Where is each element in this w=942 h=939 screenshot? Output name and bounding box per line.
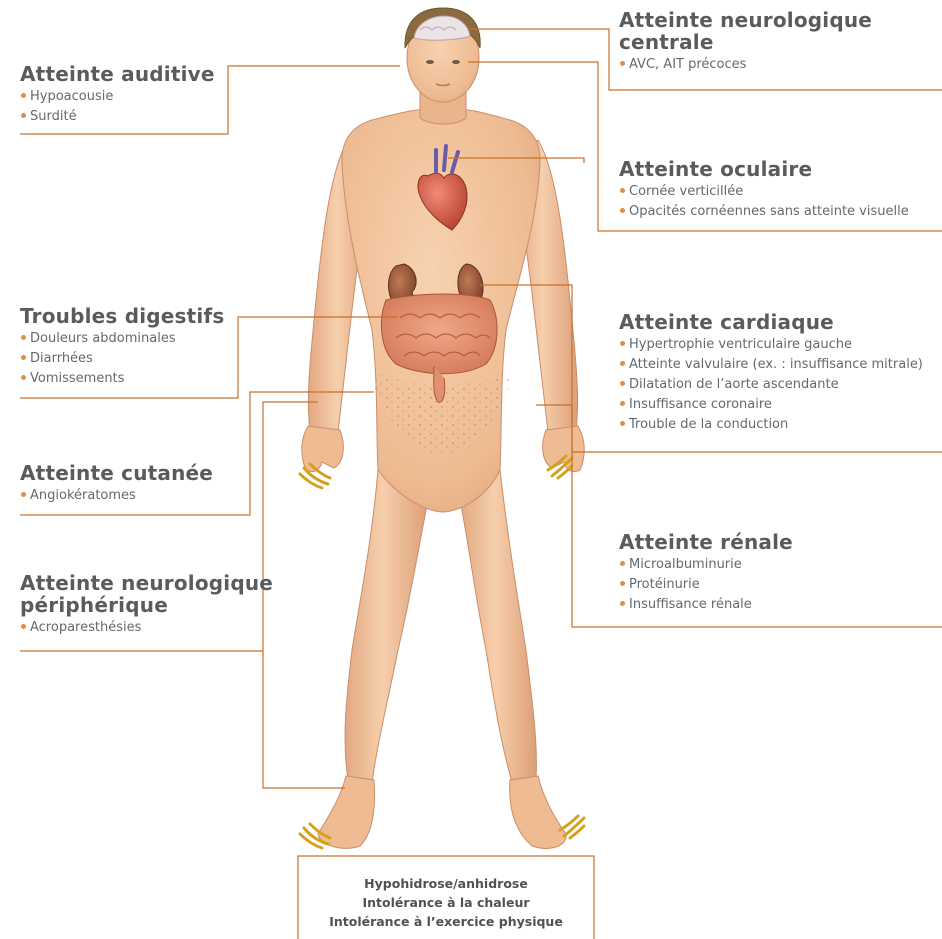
- panel-title: Troubles digestifs: [20, 305, 224, 327]
- panel-title: Atteinte auditive: [20, 63, 215, 85]
- panel-atteinte-neurologique-peripherique: Atteinte neurologique périphérique Acrop…: [20, 572, 273, 638]
- symptom-item: Acroparesthésies: [20, 618, 273, 638]
- panel-atteinte-cutanee: Atteinte cutanée Angiokératomes: [20, 462, 213, 506]
- bullet-icon: [21, 355, 26, 360]
- footer-line: Intolérance à la chaleur: [298, 893, 594, 912]
- bullet-icon: [620, 61, 625, 66]
- panel-title: Atteinte neurologique périphérique: [20, 572, 273, 616]
- panel-atteinte-auditive: Atteinte auditive Hypoacousie Surdité: [20, 63, 215, 127]
- legs: [318, 470, 566, 848]
- symptom-item: Opacités cornéennes sans atteinte visuel…: [619, 202, 909, 222]
- symptom-item: Angiokératomes: [20, 486, 213, 506]
- left-hand: [302, 426, 344, 472]
- symptom-item: Douleurs abdominales: [20, 329, 224, 349]
- panel-title: Atteinte neurologique centrale: [619, 9, 872, 53]
- bullet-icon: [21, 335, 26, 340]
- panel-atteinte-neurologique-centrale: Atteinte neurologique centrale AVC, AIT …: [619, 9, 872, 75]
- bullet-icon: [620, 561, 625, 566]
- bullet-icon: [620, 361, 625, 366]
- bullet-icon: [21, 375, 26, 380]
- panel-atteinte-renale: Atteinte rénale Microalbuminurie Protéin…: [619, 531, 793, 615]
- panel-atteinte-oculaire: Atteinte oculaire Cornée verticillée Opa…: [619, 158, 909, 222]
- symptom-item: Insuffisance rénale: [619, 595, 793, 615]
- right-foot: [510, 776, 566, 848]
- symptom-item: Insuffisance coronaire: [619, 395, 923, 415]
- bullet-icon: [620, 341, 625, 346]
- symptom-item: AVC, AIT précoces: [619, 55, 872, 75]
- bullet-icon: [620, 601, 625, 606]
- footer-line: Hypohidrose/anhidrose: [298, 874, 594, 893]
- symptom-item: Surdité: [20, 107, 215, 127]
- symptom-item: Hypoacousie: [20, 87, 215, 107]
- panel-title: Atteinte oculaire: [619, 158, 909, 180]
- bullet-icon: [620, 381, 625, 386]
- symptom-item: Trouble de la conduction: [619, 415, 923, 435]
- symptom-item: Atteinte valvulaire (ex. : insuffisance …: [619, 355, 923, 375]
- footer-line: Intolérance à l’exercice physique: [298, 912, 594, 931]
- bullet-icon: [21, 492, 26, 497]
- symptom-item: Protéinurie: [619, 575, 793, 595]
- symptom-item: Diarrhées: [20, 349, 224, 369]
- panel-atteinte-cardiaque: Atteinte cardiaque Hypertrophie ventricu…: [619, 311, 923, 435]
- bullet-icon: [21, 93, 26, 98]
- bullet-icon: [620, 401, 625, 406]
- panel-title: Atteinte cardiaque: [619, 311, 923, 333]
- symptom-item: Microalbuminurie: [619, 555, 793, 575]
- bullet-icon: [21, 624, 26, 629]
- panel-title: Atteinte rénale: [619, 531, 793, 553]
- bullet-icon: [21, 113, 26, 118]
- symptom-item: Hypertrophie ventriculaire gauche: [619, 335, 923, 355]
- bullet-icon: [620, 188, 625, 193]
- symptom-item: Cornée verticillée: [619, 182, 909, 202]
- symptom-item: Vomissements: [20, 369, 224, 389]
- bullet-icon: [620, 421, 625, 426]
- symptom-item: Dilatation de l’aorte ascendante: [619, 375, 923, 395]
- panel-title: Atteinte cutanée: [20, 462, 213, 484]
- bullet-icon: [620, 581, 625, 586]
- footer-box: Hypohidrose/anhidrose Intolérance à la c…: [298, 856, 594, 936]
- head: [405, 8, 480, 102]
- panel-troubles-digestifs: Troubles digestifs Douleurs abdominales …: [20, 305, 224, 389]
- bullet-icon: [620, 208, 625, 213]
